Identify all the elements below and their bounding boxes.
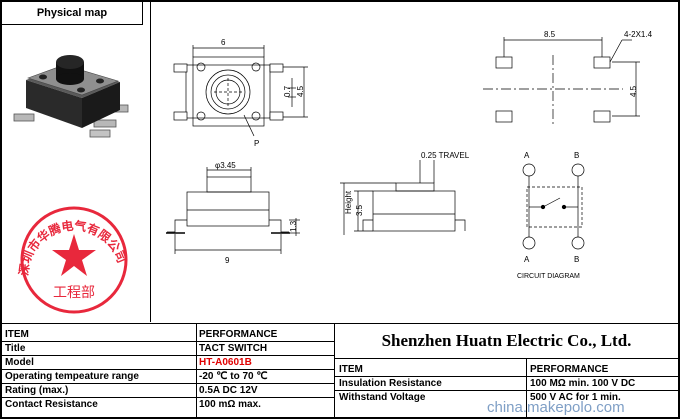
spec-row: Insulation Resistance 100 MΩ min. 100 V … bbox=[335, 377, 678, 391]
model-value: HT-A0601B bbox=[199, 357, 252, 368]
spec-item: Insulation Resistance bbox=[339, 378, 442, 389]
spec-item: Contact Resistance bbox=[5, 399, 98, 410]
spec-row: Title TACT SWITCH bbox=[2, 342, 334, 356]
spec-table-left: ITEM PERFORMANCE Title TACT SWITCH Model… bbox=[2, 324, 335, 418]
spec-row: Model HT-A0601B bbox=[2, 356, 334, 370]
dim-pad-pitch: 8.5 bbox=[544, 30, 556, 39]
pin-b-bottom: B bbox=[574, 255, 579, 264]
dim-travel: 0.25 TRAVEL bbox=[421, 151, 470, 160]
spec-value: -20 ℃ to 70 ℃ bbox=[199, 371, 268, 382]
spec-col-divider bbox=[526, 359, 527, 418]
dim-top-inner: 0.7 bbox=[283, 85, 292, 97]
spec-item: ITEM bbox=[339, 364, 363, 375]
dim-width-9: 9 bbox=[225, 256, 230, 265]
spec-row: ITEM PERFORMANCE bbox=[2, 328, 334, 342]
spec-value: 500 V AC for 1 min. bbox=[530, 392, 621, 403]
spec-value: 100 MΩ min. 100 V DC bbox=[530, 378, 636, 389]
spec-item: Withstand Voltage bbox=[339, 392, 426, 403]
dim-top-depth: 4.5 bbox=[296, 85, 305, 97]
photo-panel: Physical map 深圳市华腾电气有限公司 工程部 bbox=[2, 2, 151, 322]
spec-value: 100 mΩ max. bbox=[199, 399, 261, 410]
dim-pad-size: 4-2X1.4 bbox=[624, 30, 653, 39]
spec-row: Operating tempeature range -20 ℃ to 70 ℃ bbox=[2, 370, 334, 384]
dim-top-width: 6 bbox=[221, 38, 226, 47]
pin-a-bottom: A bbox=[524, 255, 530, 264]
dim-body-height: 3.5 bbox=[355, 204, 364, 216]
photo-title: Physical map bbox=[2, 2, 143, 25]
spec-value: PERFORMANCE bbox=[199, 329, 278, 340]
technical-drawings: 6 0.7 4.5 P 8.5 4-2X1.4 4.5 φ3.45 9 1.3 … bbox=[166, 30, 653, 280]
dim-side-small: 1.3 bbox=[289, 220, 298, 232]
spec-row: ITEM PERFORMANCE bbox=[335, 363, 678, 377]
pad-layout-drawing bbox=[483, 37, 640, 125]
spec-row: Withstand Voltage 500 V AC for 1 min. bbox=[335, 391, 678, 404]
pin-label: P bbox=[254, 139, 259, 148]
spec-value: PERFORMANCE bbox=[530, 364, 609, 375]
spec-item: Operating tempeature range bbox=[5, 371, 139, 382]
spec-table-right: ITEM PERFORMANCE Insulation Resistance 1… bbox=[335, 359, 678, 418]
circuit-title: CIRCUIT DIAGRAM bbox=[517, 273, 580, 280]
circuit-diagram bbox=[522, 163, 585, 250]
switch-photo bbox=[13, 55, 129, 138]
spec-value: 0.5A DC 12V bbox=[199, 385, 258, 396]
top-view-drawing bbox=[173, 45, 308, 137]
company-seal: 深圳市华腾电气有限公司 工程部 bbox=[16, 206, 129, 314]
star-icon bbox=[52, 234, 96, 276]
pin-a-top: A bbox=[524, 151, 530, 160]
spec-section: ITEM PERFORMANCE Title TACT SWITCH Model… bbox=[2, 323, 678, 418]
side-view-drawing bbox=[166, 167, 300, 254]
spec-value: TACT SWITCH bbox=[199, 343, 268, 354]
spec-item: Title bbox=[5, 343, 26, 354]
height-view-drawing bbox=[340, 160, 466, 235]
pin-b-top: B bbox=[574, 151, 579, 160]
spec-item: Model bbox=[5, 357, 34, 368]
spec-col-divider bbox=[196, 324, 197, 418]
watermark: china.makepolo.com bbox=[487, 399, 625, 416]
spec-row: Contact Resistance 100 mΩ max. bbox=[2, 398, 334, 411]
seal-center-text: 工程部 bbox=[53, 284, 95, 300]
spec-item: Rating (max.) bbox=[5, 385, 69, 396]
company-name: Shenzhen Huatn Electric Co., Ltd. bbox=[335, 324, 678, 359]
spec-row: Rating (max.) 0.5A DC 12V bbox=[2, 384, 334, 398]
dim-button-dia: φ3.45 bbox=[215, 161, 236, 170]
dim-height-label: Height bbox=[344, 190, 353, 214]
dim-pad-height: 4.5 bbox=[629, 85, 638, 97]
spec-item: ITEM bbox=[5, 329, 29, 340]
